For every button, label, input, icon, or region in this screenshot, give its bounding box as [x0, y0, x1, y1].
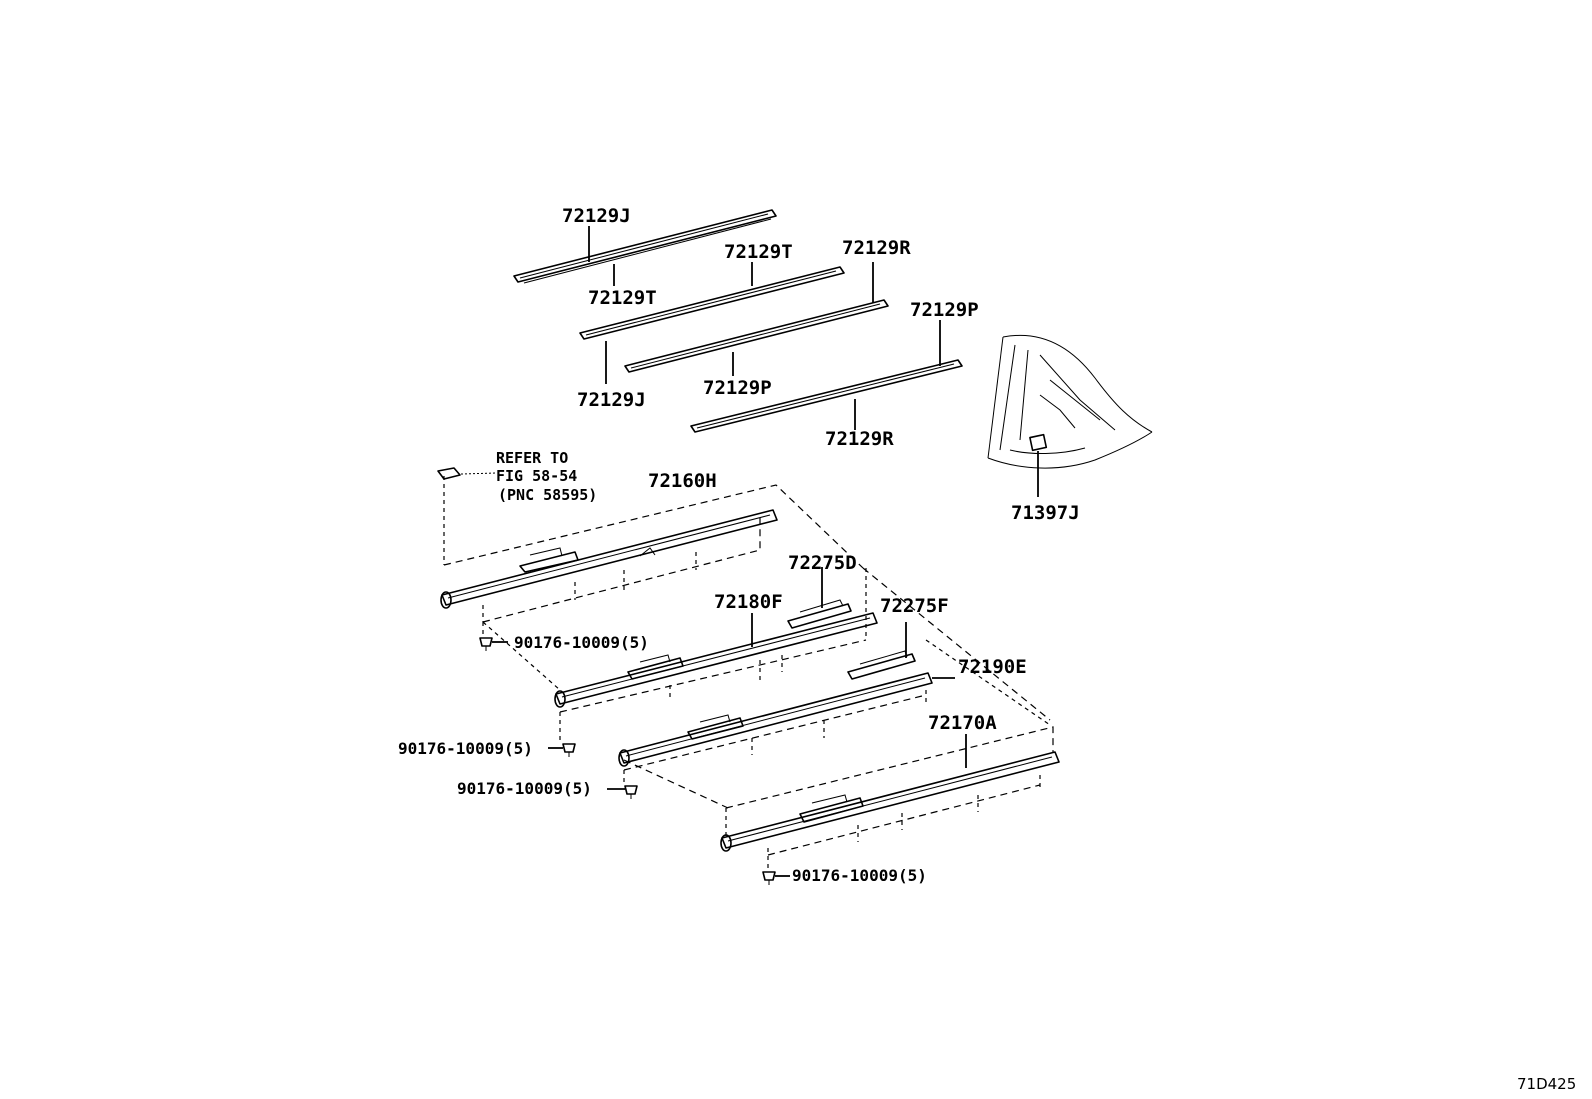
rail-72180F[interactable] [554, 612, 878, 708]
bolt-icon-3[interactable] [624, 785, 638, 799]
label-bolt-3: 90176-10009(5) [457, 779, 592, 798]
cover-strip-72129P[interactable] [690, 359, 963, 433]
refer-clip-icon[interactable] [437, 467, 498, 480]
cover-strip-72129T[interactable] [579, 266, 845, 340]
label-72129P-top: 72129P [910, 299, 979, 321]
vehicle-body-inset [987, 334, 1153, 469]
label-72129R-top: 72129R [842, 237, 911, 259]
label-72170A: 72170A [928, 712, 997, 734]
clip-71397J-icon [1029, 433, 1048, 452]
label-bolt-1: 90176-10009(5) [514, 633, 649, 652]
label-72275D: 72275D [788, 552, 857, 574]
rail-72190E[interactable] [618, 672, 933, 767]
refer-note-line2: FIG 58-54 [496, 467, 577, 485]
label-72190E: 72190E [958, 656, 1027, 678]
label-72129J-bot: 72129J [577, 389, 646, 411]
diagram-code: 71D425 [1517, 1075, 1576, 1093]
label-72129J-top: 72129J [562, 205, 631, 227]
frame-dashes-2 [559, 567, 1051, 742]
label-72129R-bot: 72129R [825, 428, 894, 450]
rail-72160H[interactable] [440, 509, 778, 609]
frame-dashes-1 [443, 476, 864, 691]
clip-72275F[interactable] [847, 650, 916, 680]
label-72129T-top: 72129T [724, 241, 793, 263]
label-71397J: 71397J [1011, 502, 1080, 524]
label-72180F: 72180F [714, 591, 783, 613]
strip-leaders [588, 226, 941, 430]
label-bolt-2: 90176-10009(5) [398, 739, 533, 758]
label-bolt-4: 90176-10009(5) [792, 866, 927, 885]
refer-note-line3: (PNC 58595) [498, 486, 597, 504]
frame-dashes-4 [725, 726, 1054, 870]
rail-72170A[interactable] [720, 751, 1060, 852]
refer-note-line1: REFER TO [496, 449, 568, 467]
label-72129T-mid: 72129T [588, 287, 657, 309]
clip-72275D[interactable] [787, 599, 852, 629]
label-72160H: 72160H [648, 470, 717, 492]
bolt-icon-4[interactable] [762, 871, 776, 885]
cover-strip-72129R[interactable] [624, 299, 889, 373]
cover-strip-72129J-top[interactable] [513, 209, 777, 284]
bolt-icon-1[interactable] [479, 637, 493, 651]
label-72129P-mid: 72129P [703, 377, 772, 399]
label-72275F: 72275F [880, 595, 949, 617]
bolt-icon-2[interactable] [562, 743, 576, 757]
frame-dashes-3 [623, 639, 1051, 809]
